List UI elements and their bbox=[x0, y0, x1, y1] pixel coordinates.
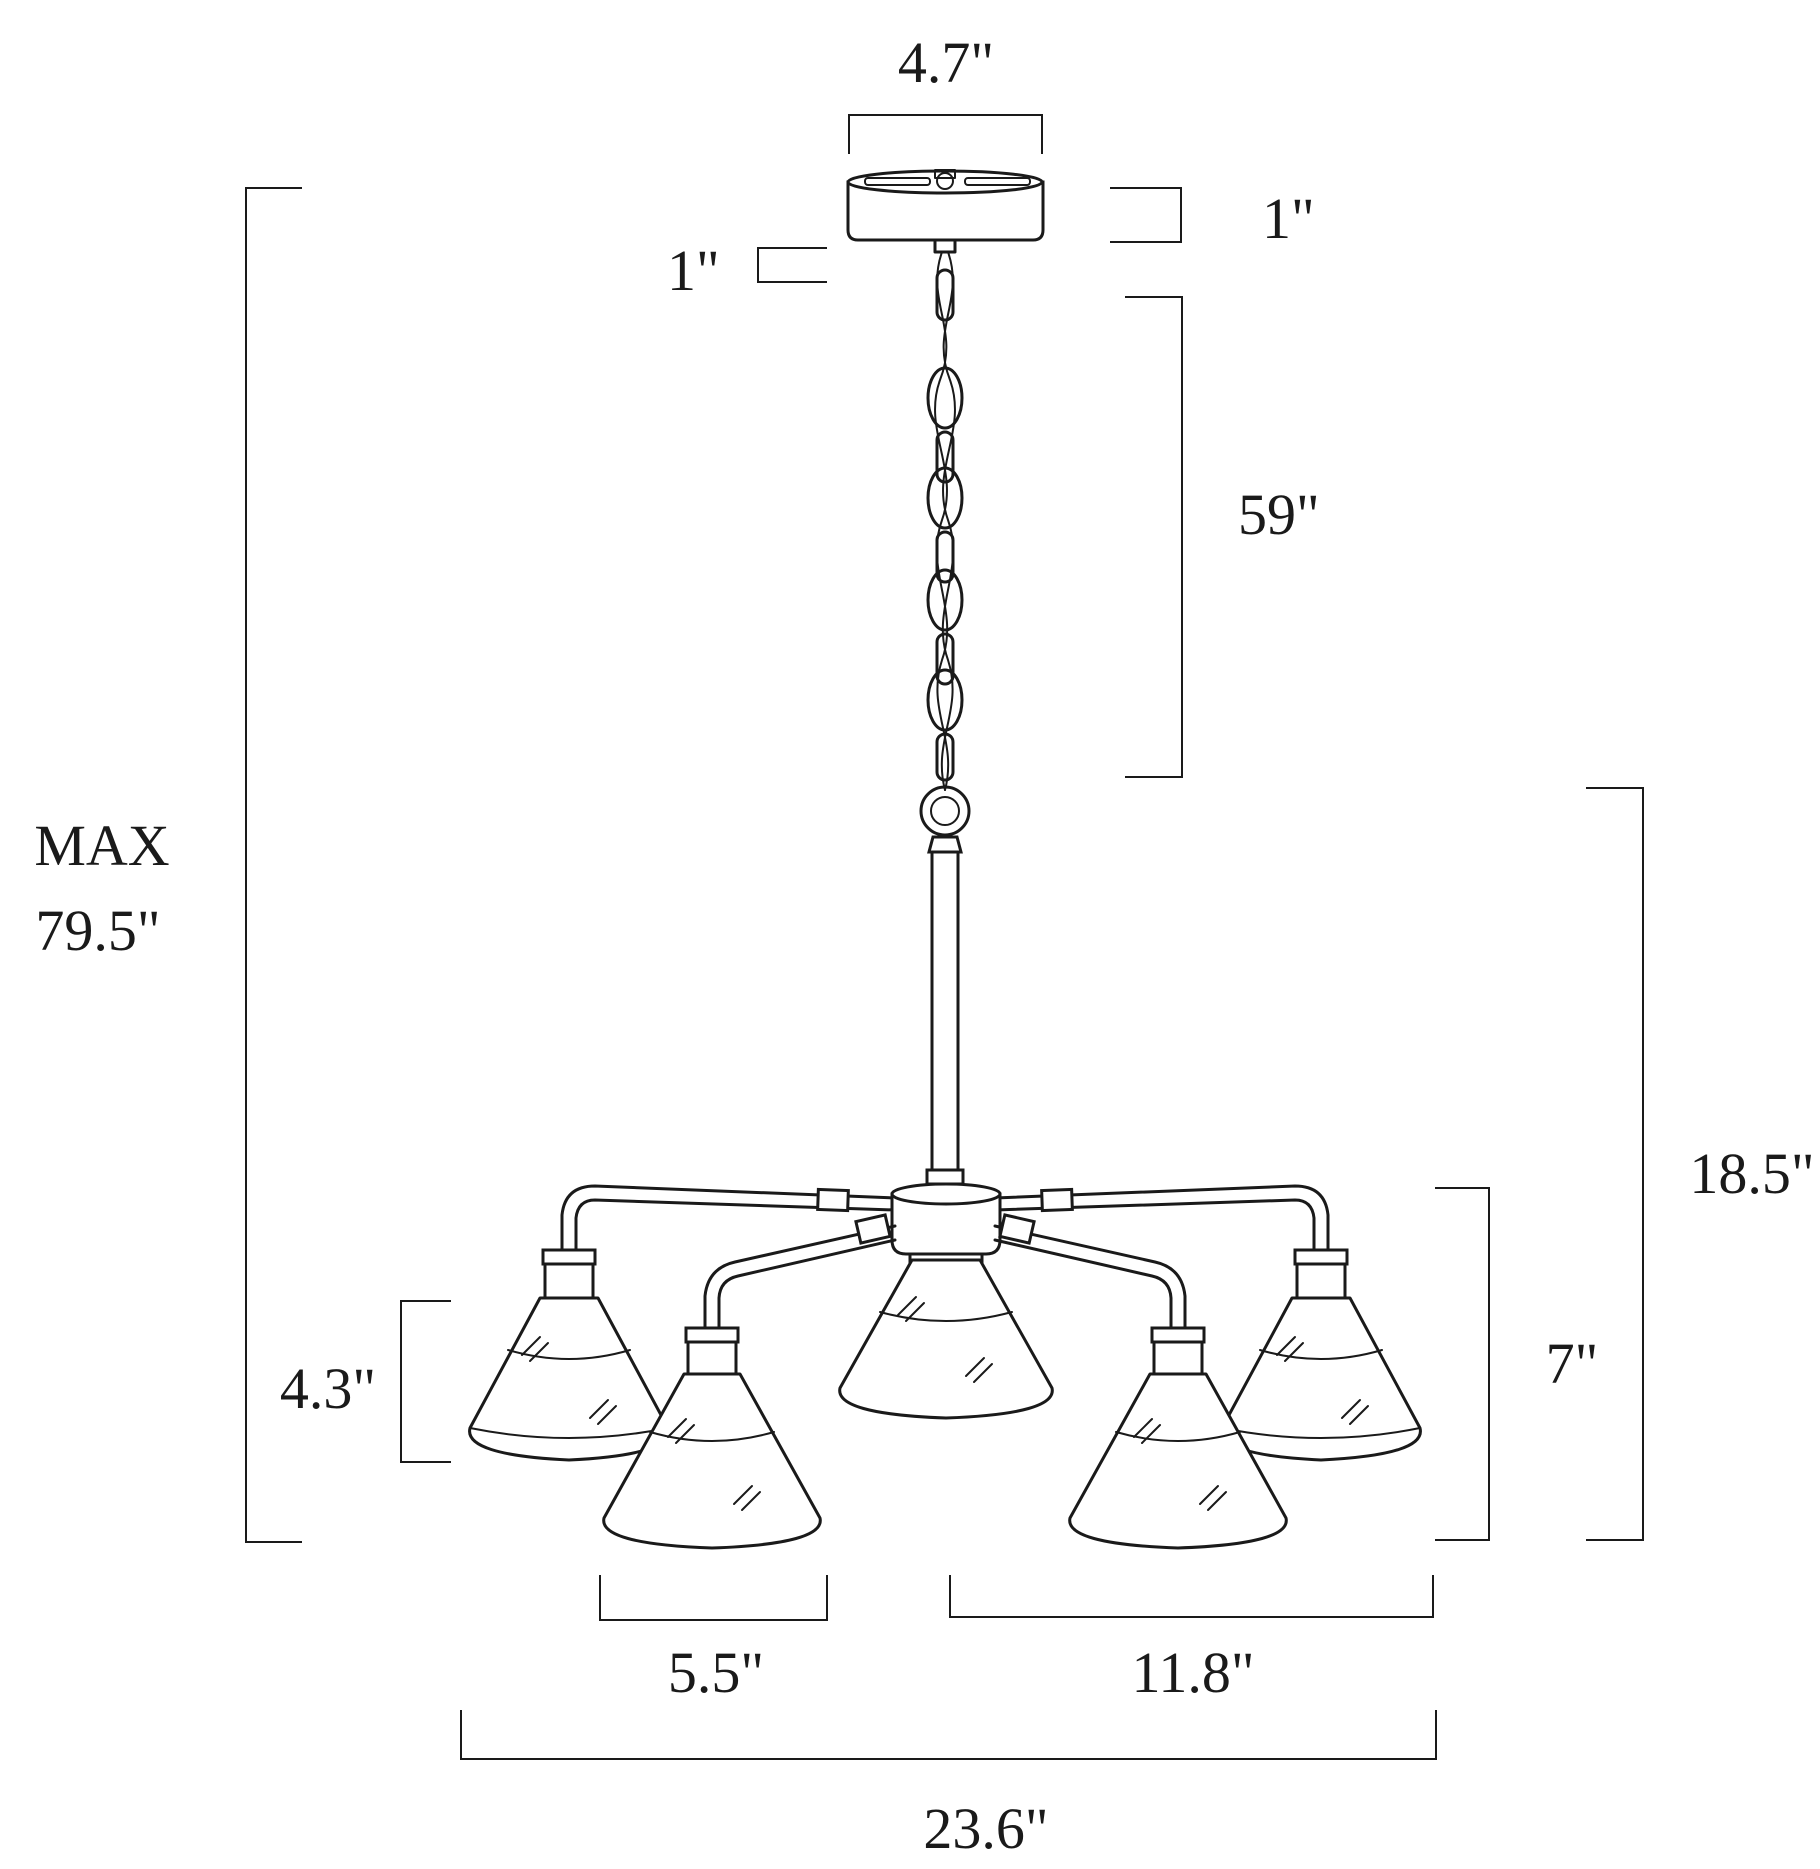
dimension-lines bbox=[245, 114, 1644, 1760]
max-prefix-label: MAX bbox=[34, 813, 169, 878]
canopy-height-bracket bbox=[1110, 187, 1182, 243]
canopy-width-bracket bbox=[848, 114, 1043, 154]
shade-back-right bbox=[1220, 1248, 1422, 1462]
canopy-stem-label: 1" bbox=[667, 238, 720, 303]
shade-width-bracket bbox=[599, 1575, 828, 1621]
canopy-width-label: 4.7" bbox=[898, 30, 994, 95]
half-width-bracket bbox=[949, 1575, 1434, 1618]
shade-width-label: 5.5" bbox=[668, 1640, 764, 1705]
half-width-label: 11.8" bbox=[1131, 1640, 1254, 1705]
front-arms bbox=[703, 1213, 1187, 1330]
shade-front-right bbox=[1068, 1326, 1288, 1550]
chandelier-illustration bbox=[468, 169, 1422, 1550]
total-width-bracket bbox=[460, 1710, 1437, 1760]
down-rod bbox=[925, 835, 965, 1186]
ceiling-canopy bbox=[846, 169, 1045, 254]
canopy-height-label: 1" bbox=[1262, 186, 1315, 251]
body-height-bracket bbox=[1586, 787, 1644, 1541]
canopy-stem-bracket bbox=[757, 247, 827, 283]
arm-drop-label: 7" bbox=[1546, 1331, 1599, 1396]
max-height-label: 79.5" bbox=[35, 898, 160, 963]
arm-drop-bracket bbox=[1435, 1187, 1490, 1541]
center-hub bbox=[890, 1182, 1002, 1266]
body-height-label: 18.5" bbox=[1689, 1141, 1814, 1206]
shade-back-left bbox=[468, 1248, 670, 1462]
dimension-labels: 4.7" 1" 1" 59" MAX 79.5" 18.5" 7" 4.3" 5… bbox=[34, 30, 1814, 1861]
chain-length-bracket bbox=[1125, 296, 1183, 778]
max-height-bracket bbox=[245, 187, 302, 1543]
shade-front-left bbox=[602, 1326, 822, 1550]
shade-height-bracket bbox=[400, 1300, 451, 1463]
shade-center bbox=[838, 1258, 1054, 1420]
shade-height-label: 4.3" bbox=[280, 1356, 376, 1421]
chain-length-label: 59" bbox=[1238, 482, 1320, 547]
back-arms bbox=[560, 1184, 1330, 1252]
total-width-label: 23.6" bbox=[923, 1796, 1048, 1861]
suspension-chain bbox=[919, 251, 971, 837]
